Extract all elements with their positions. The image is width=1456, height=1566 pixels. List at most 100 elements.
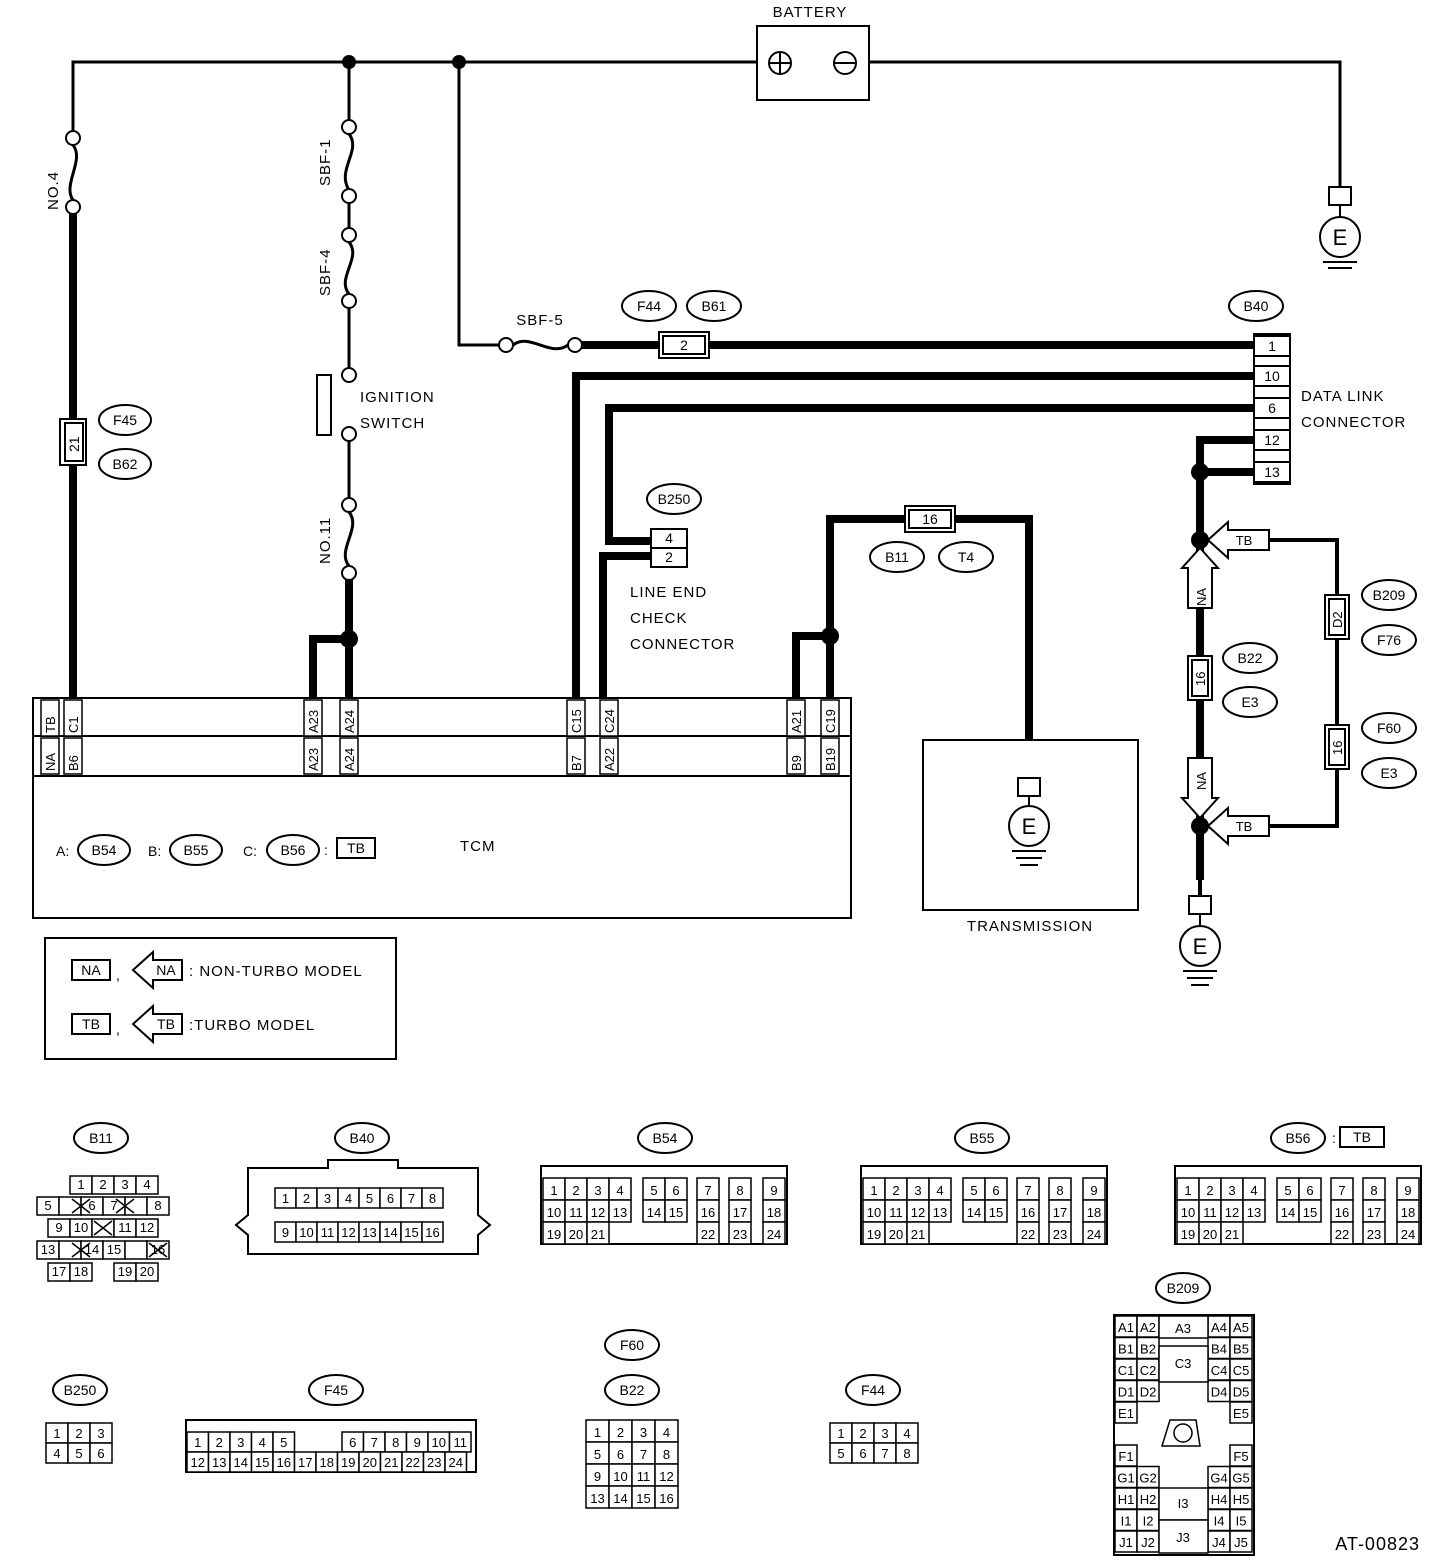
svg-text:B250: B250: [64, 1382, 97, 1398]
svg-text:J2: J2: [1141, 1535, 1155, 1550]
svg-text:2: 2: [216, 1435, 223, 1450]
tcm-pin-label: C15: [569, 709, 584, 733]
inline-connector-f60-e3: 16: [1324, 724, 1350, 770]
tb-arrow-upper: TB: [1206, 519, 1270, 561]
svg-text:14: 14: [967, 1205, 981, 1220]
svg-text:B54: B54: [92, 842, 117, 858]
svg-text:16: 16: [1330, 741, 1345, 755]
svg-text:E3: E3: [1241, 694, 1258, 710]
svg-text:G4: G4: [1210, 1471, 1227, 1486]
svg-text:11: 11: [889, 1205, 903, 1220]
svg-text:,: ,: [116, 967, 120, 983]
svg-text:6: 6: [97, 1446, 104, 1461]
svg-text:CHECK: CHECK: [630, 610, 688, 627]
svg-text:A1: A1: [1118, 1320, 1134, 1335]
svg-text:19: 19: [1181, 1227, 1195, 1242]
svg-text:4: 4: [53, 1446, 60, 1461]
svg-text:4: 4: [663, 1425, 670, 1440]
svg-text:4: 4: [345, 1191, 352, 1206]
svg-text:10: 10: [299, 1225, 313, 1240]
svg-text:10: 10: [74, 1220, 88, 1235]
na-arrow-upper: NA: [1179, 546, 1221, 609]
svg-text:23: 23: [1367, 1227, 1381, 1242]
svg-text:18: 18: [1087, 1205, 1101, 1220]
svg-text:2: 2: [617, 1425, 624, 1440]
svg-text:12: 12: [140, 1220, 154, 1235]
svg-text:22: 22: [1021, 1227, 1035, 1242]
svg-text:D1: D1: [1118, 1385, 1135, 1400]
svg-text:12: 12: [191, 1455, 205, 1470]
svg-text:17: 17: [52, 1264, 66, 1279]
svg-text:E: E: [1333, 225, 1348, 250]
svg-text:11: 11: [454, 1435, 468, 1450]
svg-text:B5: B5: [1233, 1342, 1249, 1357]
data-link-connector: 1 10 6 12 13: [1253, 333, 1291, 485]
svg-text:2: 2: [1206, 1183, 1213, 1198]
svg-text:8: 8: [429, 1191, 436, 1206]
svg-text:9: 9: [1090, 1183, 1097, 1198]
svg-text:21: 21: [911, 1227, 925, 1242]
tcm-pin-label: A23: [306, 748, 321, 771]
svg-text:F44: F44: [861, 1382, 885, 1398]
svg-text:7: 7: [408, 1191, 415, 1206]
svg-text:F1: F1: [1118, 1449, 1133, 1464]
svg-text::: :: [324, 842, 328, 858]
svg-text:3: 3: [640, 1425, 647, 1440]
svg-text:B22: B22: [620, 1382, 645, 1398]
svg-text:19: 19: [867, 1227, 881, 1242]
svg-text:13: 13: [41, 1242, 55, 1257]
svg-text:CONNECTOR: CONNECTOR: [1301, 414, 1406, 431]
svg-text:3: 3: [97, 1426, 104, 1441]
svg-text:B4: B4: [1211, 1342, 1227, 1357]
svg-text:H2: H2: [1140, 1492, 1157, 1507]
svg-text:1: 1: [77, 1177, 84, 1192]
svg-text:5: 5: [970, 1183, 977, 1198]
tcm-pin-label: B6: [66, 755, 81, 771]
svg-text:7: 7: [371, 1435, 378, 1450]
svg-text:5: 5: [44, 1198, 51, 1213]
svg-text:3: 3: [594, 1183, 601, 1198]
svg-text:13: 13: [212, 1455, 226, 1470]
svg-text:1: 1: [53, 1426, 60, 1441]
svg-text:24: 24: [1401, 1227, 1415, 1242]
inline-connector-b22-e3: 16: [1187, 655, 1213, 701]
svg-text:1: 1: [194, 1435, 201, 1450]
svg-text:24: 24: [1087, 1227, 1101, 1242]
svg-text:J4: J4: [1212, 1535, 1226, 1550]
diagram-code: AT-00823: [1335, 1534, 1420, 1554]
tcm-pin-label: A23: [306, 710, 321, 733]
svg-text:5: 5: [366, 1191, 373, 1206]
svg-text:SBF-5: SBF-5: [516, 312, 564, 329]
tcm-pin-label: A24: [342, 748, 357, 771]
svg-text:J1: J1: [1119, 1535, 1133, 1550]
svg-text:13: 13: [613, 1205, 627, 1220]
svg-text:20: 20: [1203, 1227, 1217, 1242]
svg-text:H1: H1: [1118, 1492, 1135, 1507]
svg-text:DATA LINK: DATA LINK: [1301, 388, 1384, 405]
svg-text:TB: TB: [347, 840, 365, 856]
svg-text:17: 17: [298, 1455, 312, 1470]
svg-text:T4: T4: [958, 549, 975, 565]
svg-text:15: 15: [636, 1491, 650, 1506]
tcm-pin-label: C19: [823, 709, 838, 733]
svg-text:B11: B11: [885, 549, 909, 565]
svg-text:11: 11: [1203, 1205, 1217, 1220]
tcm-pin-label: TB: [43, 716, 58, 733]
svg-text:3: 3: [324, 1191, 331, 1206]
svg-text:NA: NA: [1194, 588, 1209, 606]
svg-text:D5: D5: [1233, 1385, 1250, 1400]
svg-text:1: 1: [837, 1426, 844, 1441]
svg-text:1: 1: [1268, 338, 1276, 354]
svg-text:24: 24: [449, 1455, 463, 1470]
svg-text:B209: B209: [1373, 587, 1406, 603]
svg-text:6: 6: [349, 1435, 356, 1450]
transmission: E TRANSMISSION: [922, 739, 1139, 935]
svg-text:16: 16: [1193, 672, 1208, 686]
svg-text:16: 16: [659, 1491, 673, 1506]
svg-text:23: 23: [427, 1455, 441, 1470]
svg-text:4: 4: [665, 530, 673, 546]
svg-text:15: 15: [107, 1242, 121, 1257]
svg-text:7: 7: [704, 1183, 711, 1198]
svg-text:12: 12: [591, 1205, 605, 1220]
svg-text:14: 14: [1281, 1205, 1295, 1220]
